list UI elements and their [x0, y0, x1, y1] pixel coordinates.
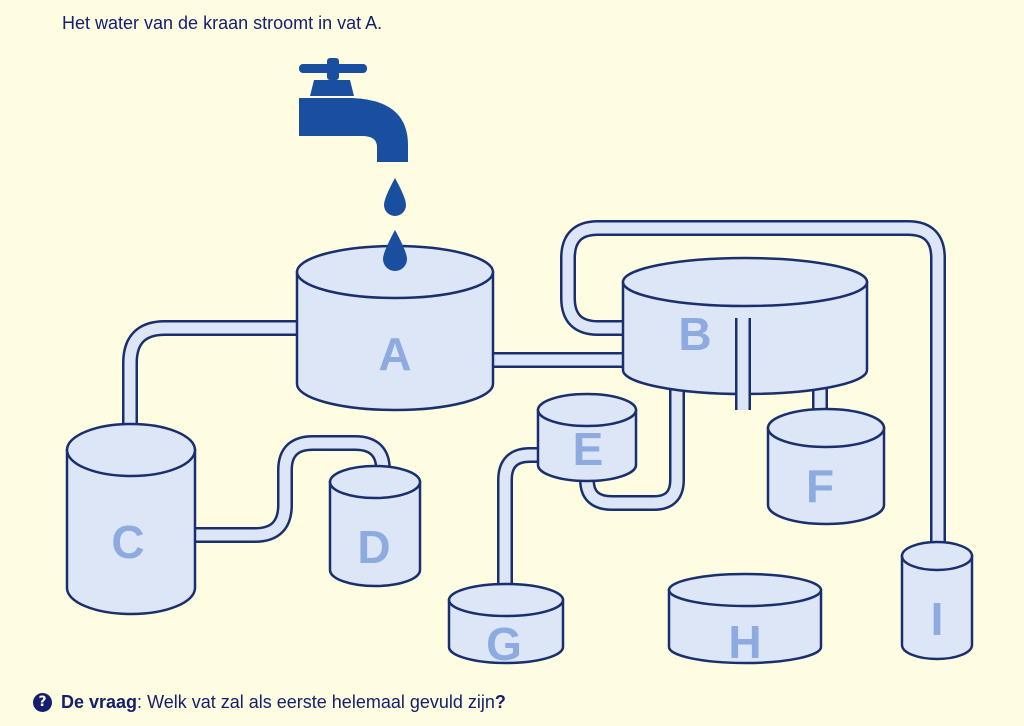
vat-g-label: G: [486, 618, 522, 670]
vat-g: G: [447, 582, 565, 670]
vat-f: F: [766, 407, 886, 526]
question-circle-icon: ?: [33, 693, 52, 712]
vat-c: C: [65, 422, 197, 616]
vat-b-label: B: [678, 308, 711, 360]
vat-a: A: [295, 244, 495, 412]
vat-e: E: [536, 392, 638, 483]
question: ? De vraag: Welk vat zal als eerste hele…: [33, 692, 506, 713]
vat-a-label: A: [378, 328, 411, 380]
vat-c-label: C: [111, 516, 144, 568]
vat-h-label: H: [728, 616, 761, 668]
vat-d-label: D: [357, 521, 390, 573]
question-mark: ?: [494, 692, 506, 712]
pipe-e-to-g: [497, 447, 545, 600]
question-sep: :: [137, 692, 148, 712]
question-text: Welk vat zal als eerste helemaal gevuld …: [147, 692, 495, 712]
intro-text: Het water van de kraan stroomt in vat A.: [62, 13, 383, 33]
water-drop-icon: [383, 178, 407, 271]
question-lead: De vraag: [61, 692, 138, 712]
pipe-b-to-i: [560, 220, 946, 552]
tap-icon: [299, 58, 408, 162]
pipe-a-to-c: [122, 320, 300, 448]
vat-i: I: [900, 540, 974, 661]
vat-f-label: F: [806, 460, 834, 512]
pipe-b-to-e: [579, 365, 685, 511]
vat-h: H: [667, 572, 823, 668]
vat-e-label: E: [573, 423, 604, 475]
vat-i-label: I: [931, 593, 944, 645]
pipe-c-to-d: [195, 435, 391, 543]
vat-d: D: [328, 464, 422, 588]
